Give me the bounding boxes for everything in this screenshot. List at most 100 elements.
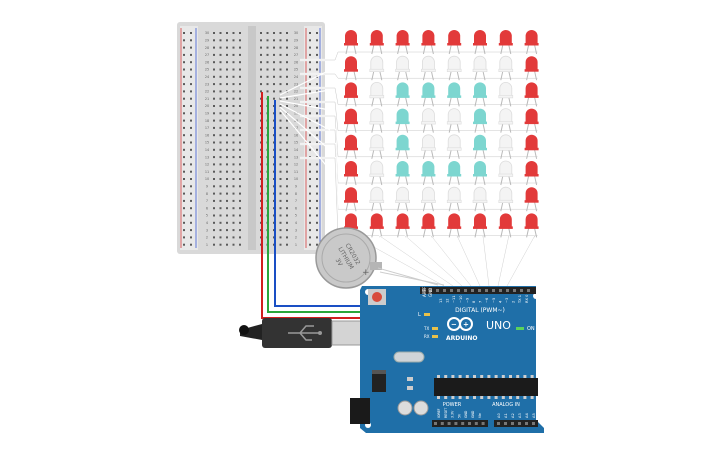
terminal-hole[interactable] (279, 83, 282, 86)
terminal-hole[interactable] (260, 75, 262, 78)
terminal-hole[interactable] (219, 192, 222, 195)
terminal-hole[interactable] (279, 53, 282, 56)
led[interactable] (395, 30, 410, 55)
terminal-hole[interactable] (213, 141, 215, 144)
led[interactable] (369, 186, 385, 212)
terminal-hole[interactable] (279, 207, 282, 210)
rail-hole[interactable] (183, 53, 185, 56)
terminal-hole[interactable] (232, 119, 235, 122)
matrix-wires[interactable] (279, 50, 538, 237)
terminal-hole[interactable] (213, 112, 215, 115)
terminal-hole[interactable] (213, 83, 215, 86)
rail-hole[interactable] (190, 207, 192, 210)
terminal-hole[interactable] (219, 156, 222, 159)
terminal-hole[interactable] (286, 236, 288, 239)
header-pin[interactable] (513, 289, 516, 292)
rail-hole[interactable] (183, 141, 185, 144)
terminal-hole[interactable] (286, 163, 288, 166)
led[interactable] (395, 55, 410, 81)
terminal-hole[interactable] (226, 207, 228, 210)
rail-hole[interactable] (316, 32, 318, 34)
terminal-hole[interactable] (226, 134, 228, 137)
terminal-hole[interactable] (213, 156, 215, 159)
rail-hole[interactable] (183, 199, 185, 202)
rail-hole[interactable] (316, 141, 318, 144)
rail-hole[interactable] (309, 97, 311, 100)
battery-shell[interactable] (315, 227, 377, 289)
terminal-hole[interactable] (219, 46, 222, 49)
terminal-hole[interactable] (286, 214, 288, 217)
terminal-hole[interactable] (213, 221, 215, 224)
terminal-hole[interactable] (219, 170, 222, 173)
terminal-hole[interactable] (239, 148, 241, 151)
terminal-hole[interactable] (213, 97, 215, 100)
led[interactable] (524, 30, 539, 55)
header-pin[interactable] (532, 422, 535, 425)
terminal-hole[interactable] (213, 68, 215, 71)
terminal-hole[interactable] (239, 207, 241, 210)
terminal-hole[interactable] (213, 46, 215, 49)
led[interactable] (473, 30, 487, 55)
terminal-hole[interactable] (279, 229, 282, 232)
terminal-hole[interactable] (273, 68, 275, 71)
header-pin[interactable] (525, 422, 528, 425)
terminal-hole[interactable] (286, 170, 288, 173)
terminal-hole[interactable] (226, 229, 228, 232)
led[interactable] (395, 108, 410, 133)
terminal-hole[interactable] (279, 199, 282, 202)
terminal-hole[interactable] (279, 141, 282, 144)
terminal-hole[interactable] (273, 61, 275, 64)
rail-hole[interactable] (190, 83, 192, 86)
terminal-hole[interactable] (226, 185, 228, 188)
led[interactable] (421, 213, 436, 238)
terminal-hole[interactable] (286, 243, 288, 246)
rail-hole[interactable] (183, 97, 185, 100)
terminal-hole[interactable] (286, 75, 288, 78)
led[interactable] (473, 108, 487, 133)
terminal-hole[interactable] (213, 61, 215, 64)
rail-hole[interactable] (309, 185, 311, 188)
jumper-wire[interactable] (279, 69, 331, 96)
terminal-hole[interactable] (286, 199, 288, 202)
terminal-hole[interactable] (232, 229, 235, 232)
rail-hole[interactable] (190, 170, 192, 173)
terminal-hole[interactable] (239, 39, 241, 42)
led[interactable] (395, 186, 410, 212)
terminal-hole[interactable] (232, 97, 235, 100)
terminal-hole[interactable] (226, 243, 228, 246)
terminal-hole[interactable] (226, 192, 228, 195)
terminal-hole[interactable] (286, 221, 288, 224)
rail-hole[interactable] (183, 119, 185, 122)
terminal-hole[interactable] (232, 243, 235, 246)
rail-hole[interactable] (190, 141, 192, 144)
terminal-hole[interactable] (239, 141, 241, 144)
rail-hole[interactable] (190, 148, 192, 151)
terminal-hole[interactable] (232, 75, 235, 78)
terminal-hole[interactable] (239, 53, 241, 56)
rail-hole[interactable] (183, 192, 185, 195)
rail-hole[interactable] (190, 46, 192, 49)
terminal-hole[interactable] (286, 156, 288, 159)
terminal-hole[interactable] (232, 39, 235, 42)
terminal-hole[interactable] (232, 46, 235, 49)
terminal-hole[interactable] (279, 61, 282, 64)
led[interactable] (498, 213, 513, 238)
rail-hole[interactable] (183, 83, 185, 86)
rail-hole[interactable] (183, 178, 185, 180)
terminal-hole[interactable] (219, 185, 222, 188)
rail-hole[interactable] (190, 221, 192, 224)
terminal-hole[interactable] (279, 134, 282, 137)
rail-hole[interactable] (309, 32, 311, 34)
terminal-hole[interactable] (279, 68, 282, 71)
terminal-hole[interactable] (286, 141, 288, 144)
terminal-hole[interactable] (279, 178, 282, 180)
terminal-hole[interactable] (266, 83, 269, 86)
terminal-hole[interactable] (226, 148, 228, 151)
terminal-hole[interactable] (273, 32, 275, 34)
led[interactable] (344, 108, 358, 133)
terminal-hole[interactable] (279, 90, 282, 93)
terminal-hole[interactable] (286, 105, 288, 107)
header-pin[interactable] (447, 422, 451, 425)
